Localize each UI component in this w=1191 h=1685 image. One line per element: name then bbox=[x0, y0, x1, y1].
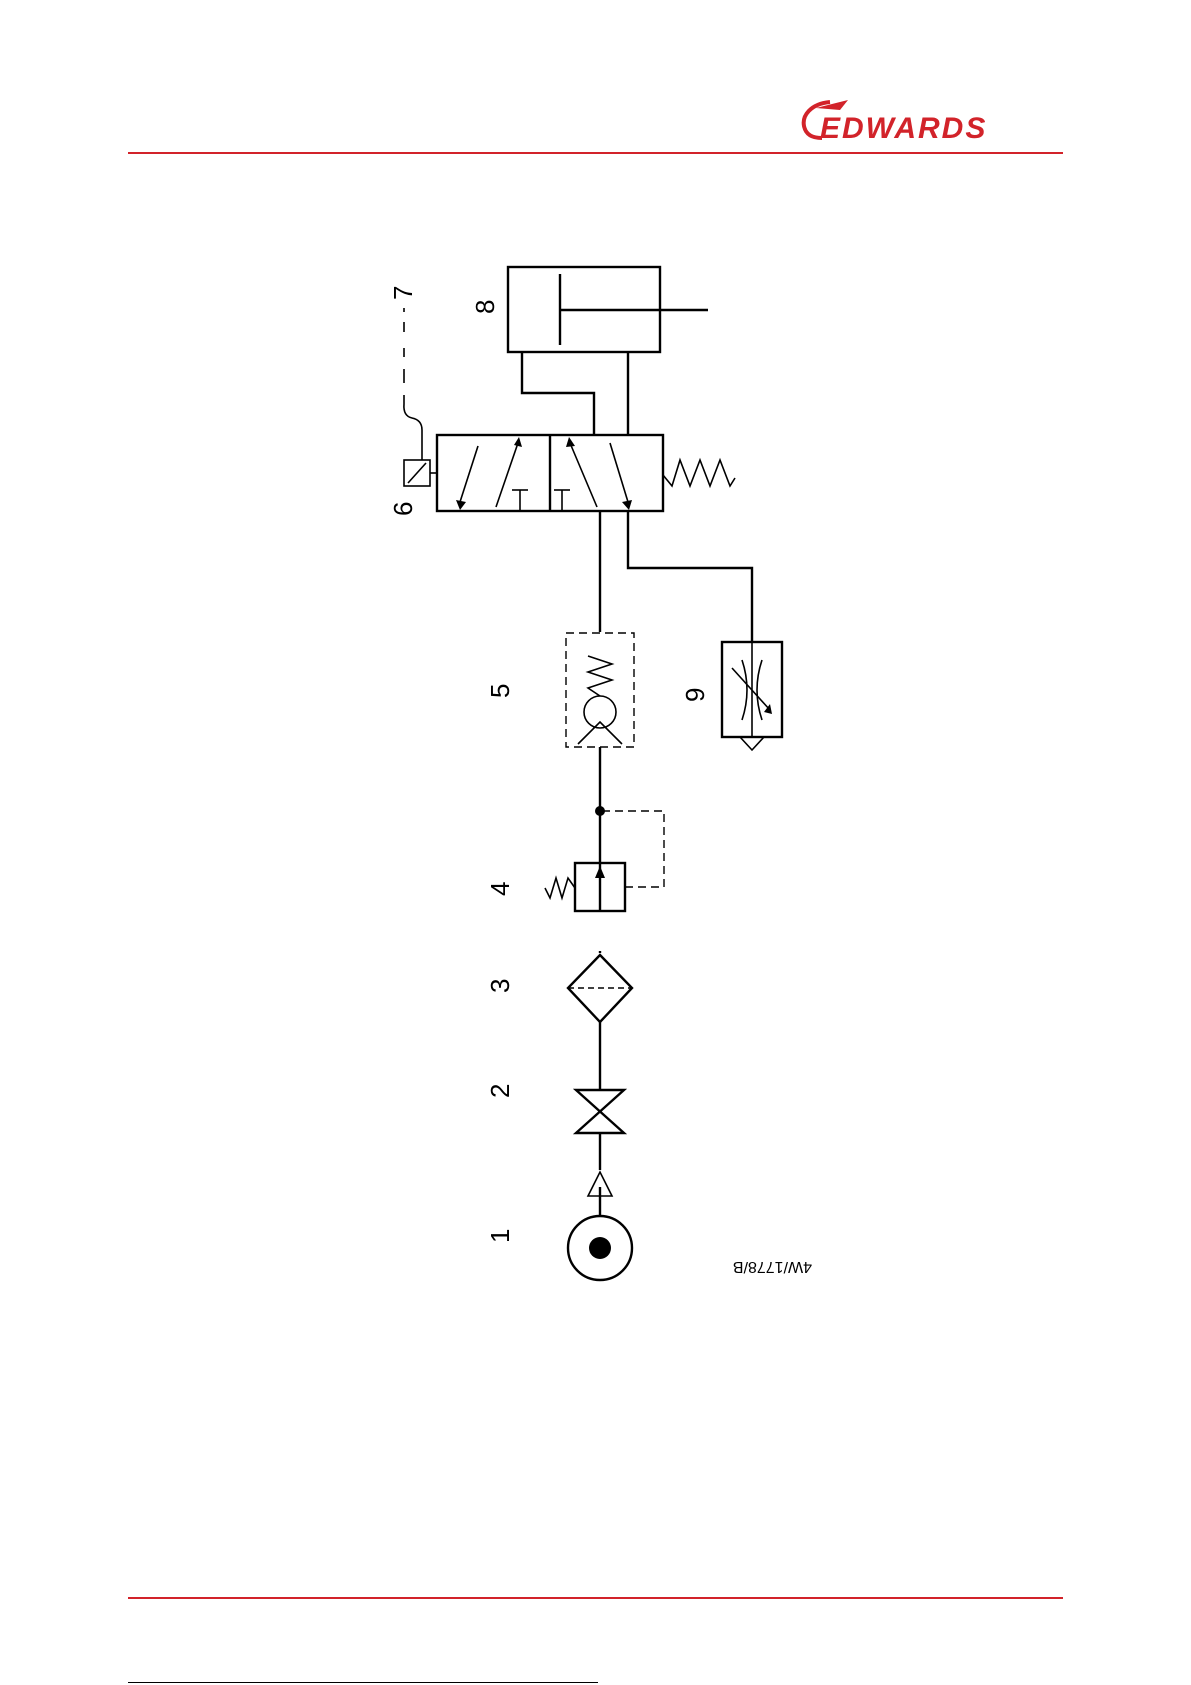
check-valve-icon bbox=[566, 633, 634, 747]
label-item-1: 1 bbox=[485, 1229, 515, 1243]
shutoff-valve-icon bbox=[576, 1090, 624, 1133]
pressure-regulator-icon bbox=[545, 806, 664, 911]
filter-icon bbox=[568, 955, 632, 1022]
label-item-4: 4 bbox=[485, 882, 515, 896]
label-item-3: 3 bbox=[485, 979, 515, 993]
label-item-6: 6 bbox=[388, 502, 418, 516]
label-item-2: 2 bbox=[485, 1084, 515, 1098]
drawing-code: 4W/1778/B bbox=[733, 1258, 812, 1275]
actuator-cylinder-icon bbox=[508, 267, 708, 435]
label-item-9: 9 bbox=[680, 688, 710, 702]
label-item-5: 5 bbox=[485, 684, 515, 698]
electrical-connection-icon bbox=[404, 308, 422, 460]
flow-control-silencer-icon bbox=[722, 642, 782, 750]
directional-valve-icon bbox=[404, 435, 735, 511]
exhaust-line bbox=[628, 511, 752, 641]
label-item-7: 7 bbox=[388, 286, 418, 300]
label-item-8: 8 bbox=[470, 300, 500, 314]
